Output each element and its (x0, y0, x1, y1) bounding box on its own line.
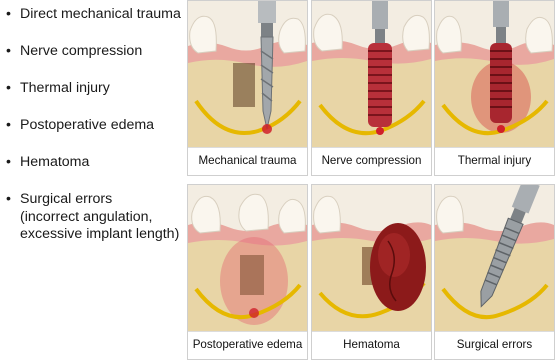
cause-label: Direct mechanical trauma (20, 6, 181, 22)
cause-label: Nerve compression (20, 43, 142, 59)
cause-detail-line: (incorrect angulation, (20, 209, 186, 227)
panel-mechanical-trauma: Mechanical trauma (187, 0, 308, 176)
panel-thermal-injury: Thermal injury (434, 0, 555, 176)
panel-caption: Hematoma (312, 331, 431, 359)
cause-item-5: • Hematoma (4, 154, 186, 172)
cause-item-6: • Surgical errors (incorrect angulation,ex… (4, 191, 186, 244)
panel-postoperative-edema: Postoperative edema (187, 184, 308, 360)
panel-caption: Surgical errors (435, 331, 554, 359)
panel-caption: Nerve compression (312, 147, 431, 175)
nerve-compression-illustration (312, 1, 431, 149)
bullet-dot: • (6, 43, 11, 61)
mechanical-trauma-illustration (188, 1, 307, 149)
postoperative-edema-illustration (188, 185, 307, 333)
bullet-dot: • (6, 6, 11, 24)
surgical-errors-illustration (435, 185, 554, 333)
bullet-dot: • (6, 80, 11, 98)
bullet-dot: • (6, 191, 11, 209)
bullet-dot: • (6, 154, 11, 172)
cause-label: Thermal injury (20, 80, 110, 96)
cause-item-1: • Direct mechanical trauma (4, 6, 186, 24)
cause-label: Surgical errors (20, 191, 112, 207)
cause-label: Postoperative edema (20, 117, 154, 133)
cause-list: • Direct mechanical trauma • Nerve compres… (4, 6, 186, 263)
bullet-dot: • (6, 117, 11, 135)
cause-item-4: • Postoperative edema (4, 117, 186, 135)
panel-nerve-compression: Nerve compression (311, 0, 432, 176)
hematoma-illustration (312, 185, 431, 333)
cause-item-3: • Thermal injury (4, 80, 186, 98)
cause-item-2: • Nerve compression (4, 43, 186, 61)
thermal-injury-illustration (435, 1, 554, 149)
cause-detail-line: excessive implant length) (20, 226, 186, 244)
panel-caption: Mechanical trauma (188, 147, 307, 175)
panel-hematoma: Hematoma (311, 184, 432, 360)
panel-caption: Postoperative edema (188, 331, 307, 359)
panel-surgical-errors: Surgical errors (434, 184, 555, 360)
cause-label: Hematoma (20, 154, 89, 170)
panel-caption: Thermal injury (435, 147, 554, 175)
